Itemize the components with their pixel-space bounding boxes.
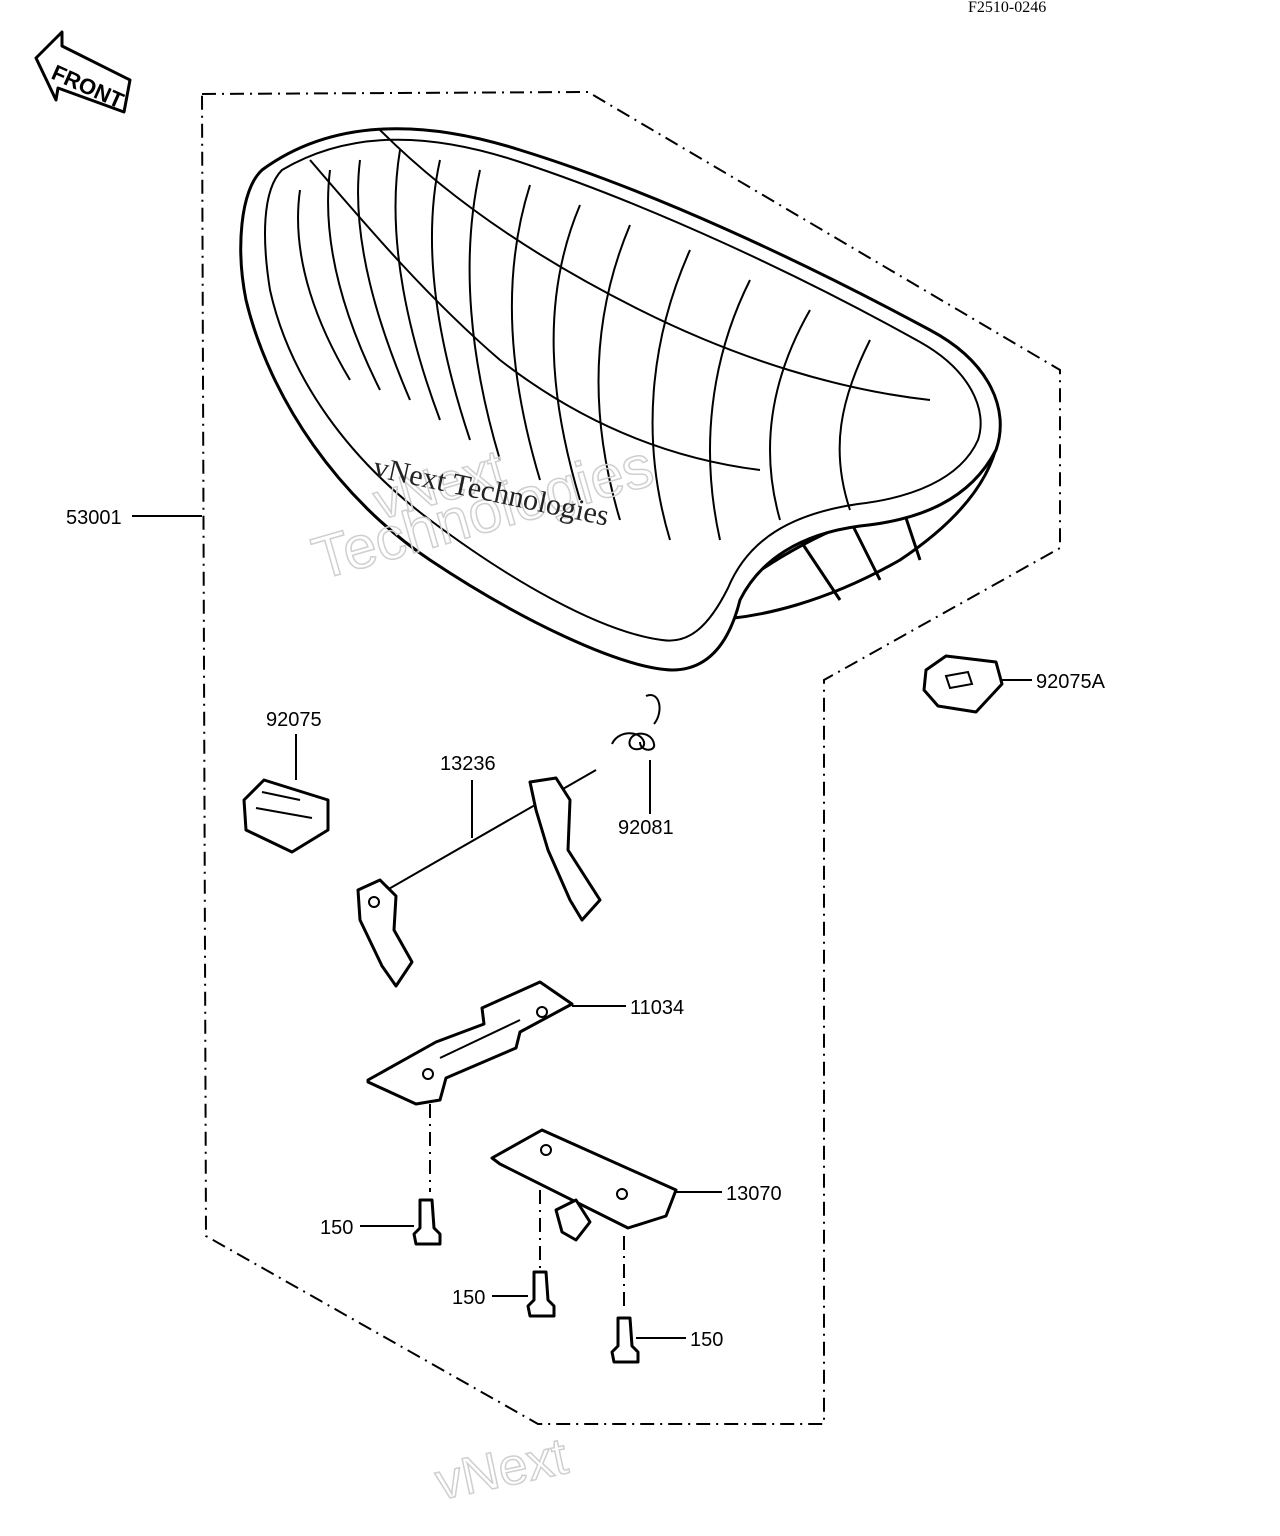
- label-53001: 53001: [66, 507, 122, 529]
- label-92075: 92075: [266, 709, 322, 731]
- bolt-150-2: [526, 1270, 556, 1318]
- label-13070: 13070: [726, 1183, 782, 1205]
- front-arrow-icon: FRONT: [34, 30, 132, 114]
- bracket-13070: [490, 1128, 678, 1242]
- bolt-150-1: [412, 1198, 442, 1246]
- label-150-1: 150: [320, 1217, 353, 1239]
- seat-assembly: [239, 127, 1002, 672]
- plate-11034: [366, 980, 574, 1106]
- label-92075a: 92075A: [1036, 671, 1106, 693]
- label-92081: 92081: [618, 817, 674, 839]
- stopper-92075a: [922, 654, 1004, 714]
- diagram-code: F2510-0246: [968, 0, 1046, 16]
- stopper-92075: [242, 778, 330, 854]
- label-150-2: 150: [452, 1287, 485, 1309]
- hook-13236: [356, 769, 602, 988]
- spring-92081: [611, 694, 661, 751]
- label-150-3: 150: [690, 1329, 723, 1351]
- label-13236: 13236: [440, 753, 496, 775]
- bolt-150-3: [610, 1316, 640, 1364]
- watermark-bottom: vNext: [430, 1427, 573, 1511]
- label-11034: 11034: [630, 997, 684, 1019]
- assembly-boundary: [200, 90, 1061, 1425]
